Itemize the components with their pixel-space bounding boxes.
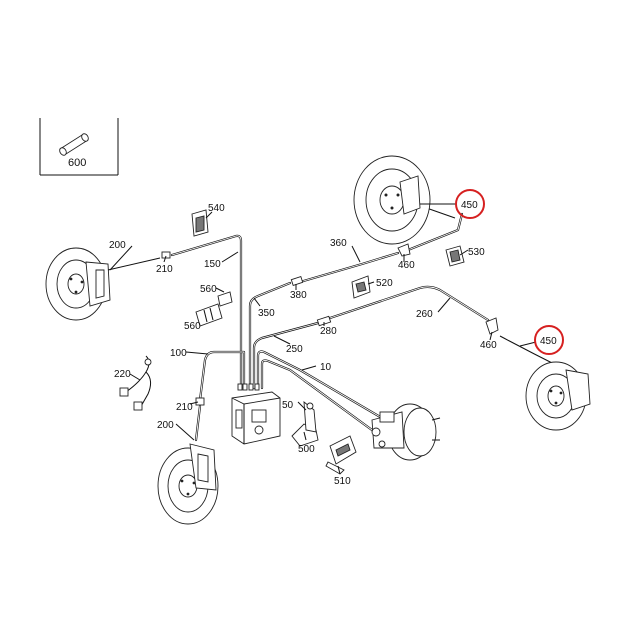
label-250[interactable]: 250 [286, 344, 303, 355]
brake-booster-master-cylinder[interactable] [371, 403, 441, 461]
label-560-lower[interactable]: 560 [184, 321, 201, 332]
label-220[interactable]: 220 [114, 369, 131, 380]
fitting-460-lower[interactable] [485, 317, 499, 335]
label-380[interactable]: 380 [290, 290, 307, 301]
label-450-rear: 450 [540, 336, 557, 347]
clip-560-lower[interactable] [195, 303, 223, 327]
highlight-circle [534, 325, 564, 355]
bracket-530[interactable] [445, 245, 465, 267]
label-460-lower[interactable]: 460 [480, 340, 497, 351]
rear-left-brake-disc[interactable] [157, 443, 219, 525]
sleeve-icon [59, 133, 89, 156]
label-450-front: 450 [461, 200, 478, 211]
fitting-460-upper[interactable] [397, 243, 411, 257]
bracket-540[interactable] [191, 209, 209, 237]
front-left-brake-disc[interactable] [45, 247, 111, 321]
label-150[interactable]: 150 [204, 259, 221, 270]
label-460-upper[interactable]: 460 [398, 260, 415, 271]
label-560-upper[interactable]: 560 [200, 284, 217, 295]
hose-200-upper[interactable] [107, 257, 161, 271]
label-530[interactable]: 530 [468, 247, 485, 258]
abs-hydraulic-unit[interactable] [231, 383, 281, 445]
clip-560-upper[interactable] [217, 291, 233, 307]
label-360[interactable]: 360 [330, 238, 347, 249]
fitting-210-upper[interactable] [161, 251, 171, 259]
highlight-450-rear[interactable]: 450 [534, 325, 564, 355]
part-labels: 540 200 210 150 360 460 530 520 380 560 … [109, 203, 497, 487]
brake-pipes [170, 204, 579, 442]
connector-280[interactable] [316, 315, 332, 327]
label-260[interactable]: 260 [416, 309, 433, 320]
rear-right-brake-disc[interactable] [525, 361, 591, 431]
front-right-brake-disc[interactable] [353, 155, 431, 245]
connector-380[interactable] [290, 276, 304, 286]
leader-lines [109, 203, 537, 475]
label-210-rear[interactable]: 210 [176, 402, 193, 413]
highlight-450-front[interactable]: 450 [455, 189, 485, 219]
label-50[interactable]: 50 [282, 400, 294, 411]
label-510[interactable]: 510 [334, 476, 351, 487]
brake-sensor-module[interactable] [325, 435, 357, 475]
inset-part-600[interactable]: 600 [39, 118, 119, 176]
label-500[interactable]: 500 [298, 444, 315, 455]
label-350[interactable]: 350 [258, 308, 275, 319]
label-100[interactable]: 100 [170, 348, 187, 359]
label-600: 600 [68, 157, 86, 169]
label-200-rear[interactable]: 200 [157, 420, 174, 431]
clip-520[interactable] [351, 275, 371, 299]
label-200-front[interactable]: 200 [109, 240, 126, 251]
fitting-210-lower[interactable] [195, 397, 205, 406]
highlight-circle [455, 189, 485, 219]
label-10[interactable]: 10 [320, 362, 332, 373]
label-210-front[interactable]: 210 [156, 264, 173, 275]
label-520[interactable]: 520 [376, 278, 393, 289]
label-540[interactable]: 540 [208, 203, 225, 214]
label-280[interactable]: 280 [320, 326, 337, 337]
wheel-speed-sensor[interactable] [119, 355, 152, 411]
